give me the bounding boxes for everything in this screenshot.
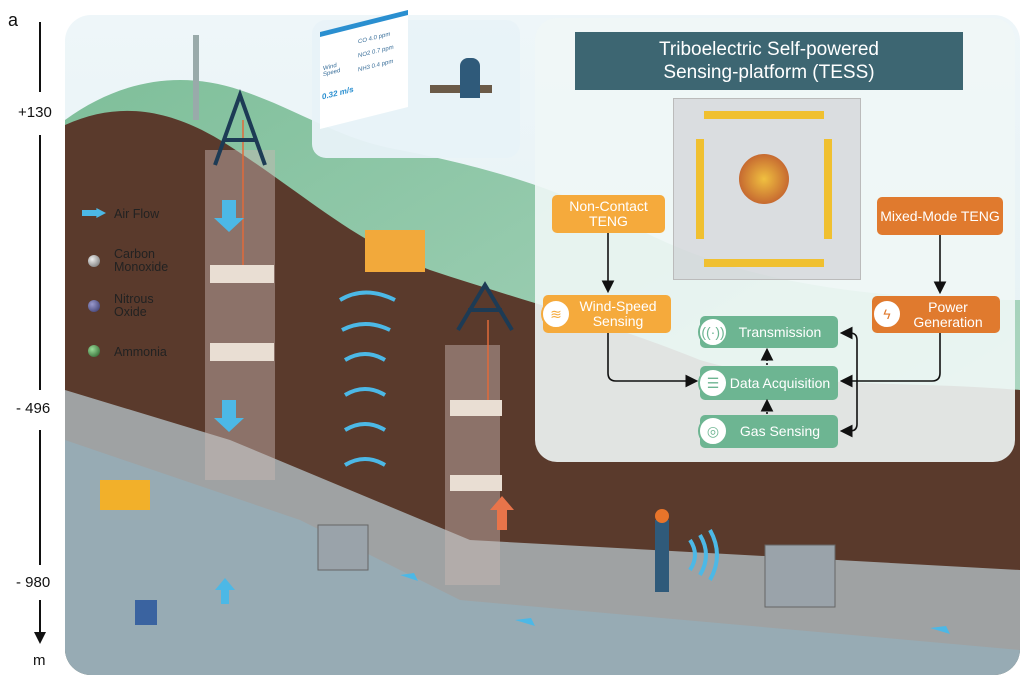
turbine-rotor bbox=[739, 154, 789, 204]
tunnel-lower bbox=[65, 440, 1020, 675]
depth-unit: m bbox=[33, 652, 46, 669]
depth-axis-line bbox=[39, 22, 41, 92]
depth-tick: - 496 bbox=[16, 400, 51, 417]
monitor-display: Wind Speed 0.32 m/s CO 4.0 ppm NO2 0.7 p… bbox=[320, 10, 408, 129]
panel-label: a bbox=[8, 10, 19, 30]
elevator-cage-right bbox=[450, 400, 502, 416]
mining-truck bbox=[100, 480, 150, 510]
shaft-left bbox=[205, 150, 275, 480]
control-building bbox=[365, 230, 425, 272]
tess-device-render bbox=[673, 98, 861, 280]
tess-title: Triboelectric Self-powered Sensing-platf… bbox=[575, 32, 963, 90]
depth-axis-line bbox=[39, 600, 41, 635]
antenna-tower bbox=[193, 35, 199, 120]
miner-worker bbox=[655, 520, 669, 592]
wind-speed-label: Wind Speed bbox=[323, 62, 341, 79]
legend-carbon-monoxide: Carbon Monoxide bbox=[114, 247, 169, 274]
legend-ammonia: Ammonia bbox=[114, 345, 167, 359]
lightning-icon: ϟ bbox=[872, 299, 902, 329]
co-reading: CO 4.0 ppm bbox=[358, 31, 391, 46]
gas-sensor-icon: ◎ bbox=[698, 416, 728, 446]
depth-tick: - 980 bbox=[16, 574, 51, 591]
wind-speed-value: 0.32 m/s bbox=[322, 84, 354, 102]
arrow-down-icon bbox=[34, 632, 46, 644]
tess-device-right bbox=[764, 544, 836, 608]
wireless-waves bbox=[338, 290, 719, 581]
no2-reading: NO2 0.7 ppm bbox=[358, 44, 394, 60]
monitoring-station-panel: Wind Speed 0.32 m/s CO 4.0 ppm NO2 0.7 p… bbox=[312, 10, 520, 158]
legend-nitrous-oxide: Nitrous Oxide bbox=[114, 292, 154, 319]
legend-air-flow: Air Flow bbox=[114, 207, 160, 221]
depth-axis-line bbox=[39, 430, 41, 565]
no2-molecule-icon bbox=[88, 300, 100, 312]
shaft-right bbox=[445, 345, 500, 585]
database-icon: ☰ bbox=[698, 368, 728, 398]
fire-equipment bbox=[135, 600, 157, 625]
mixed-mode-teng-box: Mixed-Mode TENG bbox=[877, 197, 1003, 235]
operator-person bbox=[460, 58, 480, 98]
flow-arrows bbox=[601, 233, 947, 438]
tess-device-left bbox=[317, 524, 369, 571]
tess-panel: Triboelectric Self-powered Sensing-platf… bbox=[535, 18, 1015, 462]
depth-axis-line bbox=[39, 135, 41, 390]
nh3-molecule-icon bbox=[88, 345, 100, 357]
upcast-arrow bbox=[490, 496, 514, 530]
wind-icon: ≋ bbox=[541, 299, 571, 329]
air-flow-arrow-icon bbox=[82, 208, 106, 218]
non-contact-teng-box: Non-Contact TENG bbox=[552, 195, 665, 233]
tess-title-line2: Sensing-platform (TESS) bbox=[663, 62, 875, 83]
antenna-signal-icon: ((·)) bbox=[698, 317, 728, 347]
data-acquisition-box: Data Acquisition bbox=[700, 366, 838, 400]
tess-title-line1: Triboelectric Self-powered bbox=[659, 39, 879, 60]
elevator-cage bbox=[210, 265, 274, 283]
co-molecule-icon bbox=[88, 255, 100, 267]
headframe-right bbox=[456, 281, 514, 332]
air-flow-arrows bbox=[214, 200, 950, 634]
nh3-reading: NH3 0.4 ppm bbox=[358, 58, 394, 74]
headframe-left bbox=[213, 89, 267, 166]
depth-tick: +130 bbox=[18, 104, 52, 121]
